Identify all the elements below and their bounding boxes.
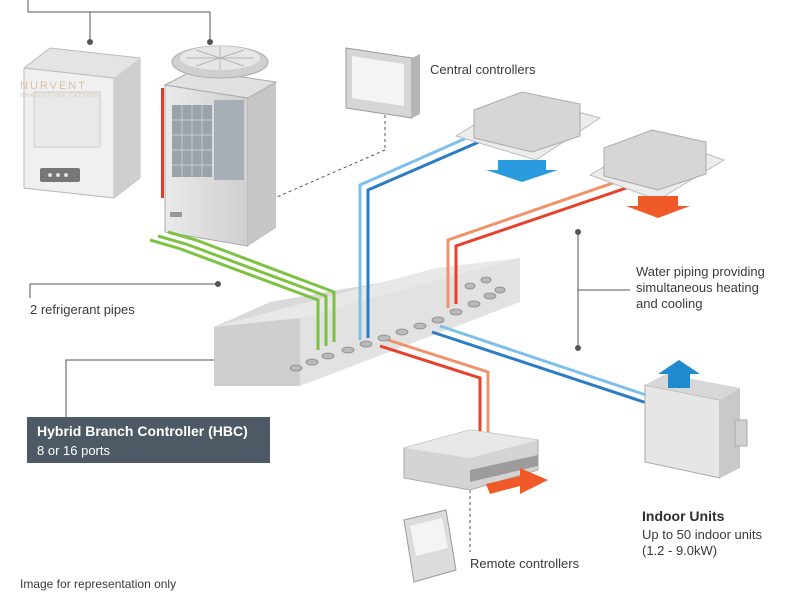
watermark-tagline: ИНЖЕНЕРНЫЕ СИСТЕМЫ bbox=[20, 93, 102, 99]
central-controllers-label: Central controllers bbox=[430, 62, 536, 77]
cassette-unit-heating bbox=[588, 129, 726, 218]
cassette-unit-cooling bbox=[454, 91, 602, 182]
water-piping-label-3: and cooling bbox=[636, 296, 703, 311]
ducted-indoor-unit bbox=[403, 429, 548, 494]
refrigerant-pipes-leader bbox=[29, 283, 218, 298]
hbc-title: Hybrid Branch Controller (HBC) bbox=[37, 423, 248, 439]
leader-dot bbox=[207, 39, 213, 45]
refrigerant-pipes bbox=[149, 230, 336, 350]
central-controller-wire bbox=[269, 149, 386, 201]
central-controller-device bbox=[345, 47, 420, 119]
water-piping-label-1: Water piping providing bbox=[636, 264, 765, 279]
supply-air-arrow bbox=[658, 360, 700, 388]
water-piping-label-2: simultaneous heating bbox=[636, 280, 759, 295]
cool-air-arrow bbox=[486, 160, 558, 182]
hbc-leader bbox=[65, 359, 232, 417]
watermark-logo: NURVENT bbox=[20, 80, 87, 92]
warm-air-arrow bbox=[626, 196, 690, 218]
indoor-units-count: Up to 50 indoor units bbox=[642, 527, 762, 542]
leader-dot bbox=[575, 345, 581, 351]
hot-stripe bbox=[161, 88, 164, 198]
indoor-units-title: Indoor Units bbox=[642, 508, 725, 524]
leader-dot bbox=[87, 39, 93, 45]
floor-indoor-unit bbox=[644, 360, 748, 479]
footnote: Image for representation only bbox=[20, 577, 177, 591]
refrigerant-pipes-label: 2 refrigerant pipes bbox=[30, 302, 135, 317]
remote-controllers-label: Remote controllers bbox=[470, 556, 580, 571]
hbc-ports bbox=[289, 276, 506, 372]
hbc-ports: 8 or 16 ports bbox=[37, 443, 110, 458]
leader-top bbox=[27, 0, 211, 40]
ducted-air-arrow bbox=[486, 468, 548, 494]
heat-recovery-unit bbox=[23, 47, 141, 199]
hbc-label-box bbox=[27, 417, 270, 463]
leader-dot bbox=[215, 281, 221, 287]
remote-controller-device bbox=[403, 509, 457, 583]
front-panel bbox=[33, 91, 101, 148]
outdoor-unit bbox=[161, 45, 278, 247]
indoor-units-capacity: (1.2 - 9.0kW) bbox=[642, 543, 718, 558]
leader-dot bbox=[575, 229, 581, 235]
